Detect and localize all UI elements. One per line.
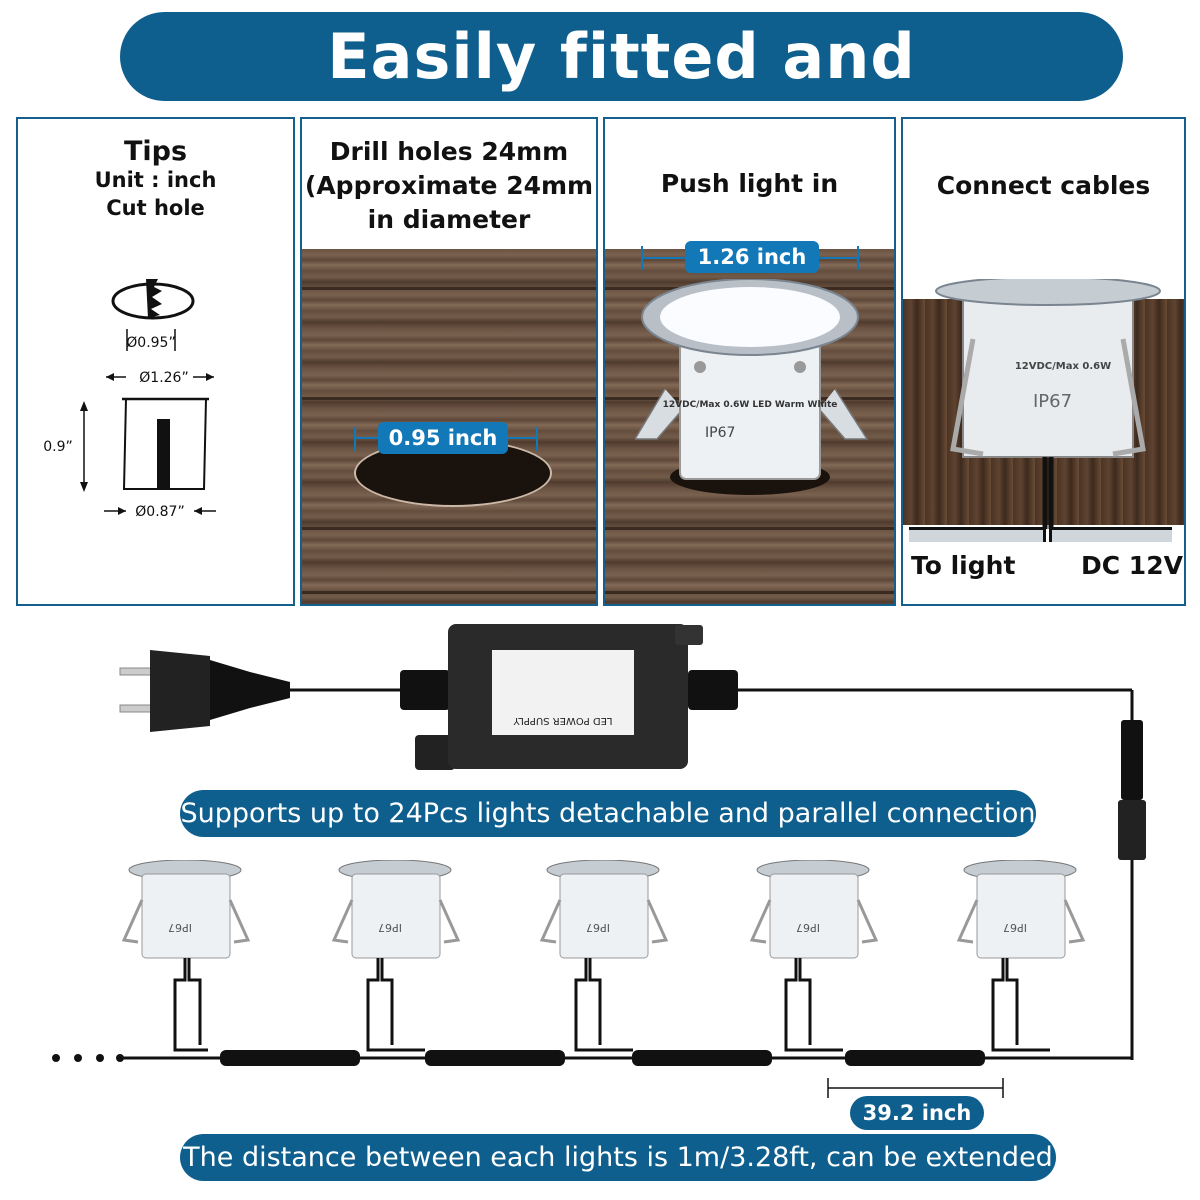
light-fixture-4: IP67 (749, 860, 879, 1052)
power-supply-label: LED POWER SUPPLY (513, 715, 613, 726)
dc-12v-label: DC 12V (1081, 551, 1183, 580)
light-ip-text: IP67 (796, 921, 820, 934)
light-fixture-3: IP67 (539, 860, 669, 1052)
step-connect-panel: Connect cables 12VDC/Max 0.6W IP67 To li… (901, 117, 1186, 606)
ip-rating-text: IP67 (1033, 391, 1072, 412)
step-push-title: Push light in (660, 169, 839, 198)
distance-banner: The distance between each lights is 1m/3… (180, 1134, 1056, 1181)
light-ip-text: IP67 (1003, 921, 1027, 934)
step-push-panel: Push light in 1.26 inch 12VDC/Max 0.6W L… (603, 117, 896, 606)
step-drill-panel: Drill holes 24mm (Approximate 24mm in di… (300, 117, 598, 606)
distance-badge: 39.2 inch (850, 1096, 984, 1130)
power-supply: LED POWER SUPPLY (400, 624, 1134, 770)
ip-rating-text: IP67 (705, 425, 735, 441)
light-fixture-5: IP67 (956, 860, 1086, 1052)
tips-cut-hole: Cut hole (106, 196, 205, 220)
main-connector (1121, 720, 1143, 800)
to-light-label: To light (911, 551, 1016, 580)
tips-title: Tips (123, 136, 188, 167)
header-banner: Easily fitted and detachable (120, 12, 1123, 182)
light-fixture-1: IP67 (121, 860, 251, 1052)
light-ip-text: IP67 (378, 921, 402, 934)
tips-unit: Unit : inch (94, 168, 217, 192)
dim-bottom-text: Ø0.87” (135, 504, 184, 520)
tips-panel: Tips Unit : inch Cut hole Ø0.95” Ø1.26” … (16, 117, 295, 606)
light-label-text: 12VDC/Max 0.6W (1015, 361, 1111, 372)
light-fixture-2: IP67 (331, 860, 461, 1052)
lights-row: IP67 IP67 IP67 IP67 IP67 (0, 860, 1200, 1080)
step-connect-title: Connect cables (936, 171, 1151, 200)
power-plug (119, 650, 400, 732)
light-fixture-photo: 12VDC/Max 0.6W LED Warm White IP67 (635, 279, 869, 495)
dim-top-text: Ø1.26” (139, 370, 188, 386)
wiring-diagram: LED POWER SUPPLY (52, 624, 1146, 1098)
light-size-badge: 1.26 inch (685, 241, 819, 273)
dim-hole-text: Ø0.95” (126, 335, 175, 351)
hole-size-badge: 0.95 inch (378, 422, 508, 454)
cable-left (909, 527, 1046, 542)
support-banner: Supports up to 24Pcs lights detachable a… (180, 790, 1036, 837)
step-drill-title-3: in diameter (367, 205, 531, 234)
step-drill-title-2: (Approximate 24mm (304, 171, 594, 200)
installed-light-photo: 12VDC/Max 0.6W IP67 (935, 279, 1161, 529)
light-ip-text: IP67 (586, 921, 610, 934)
step-drill-title-1: Drill holes 24mm (329, 137, 569, 166)
light-ip-text: IP67 (168, 921, 192, 934)
tips-diagram: Ø0.95” Ø1.26” 0.9” Ø0.87” (43, 279, 216, 520)
dim-height-text: 0.9” (43, 439, 73, 455)
light-label-text: 12VDC/Max 0.6W LED Warm White (663, 400, 838, 410)
cable-right (1049, 527, 1172, 542)
